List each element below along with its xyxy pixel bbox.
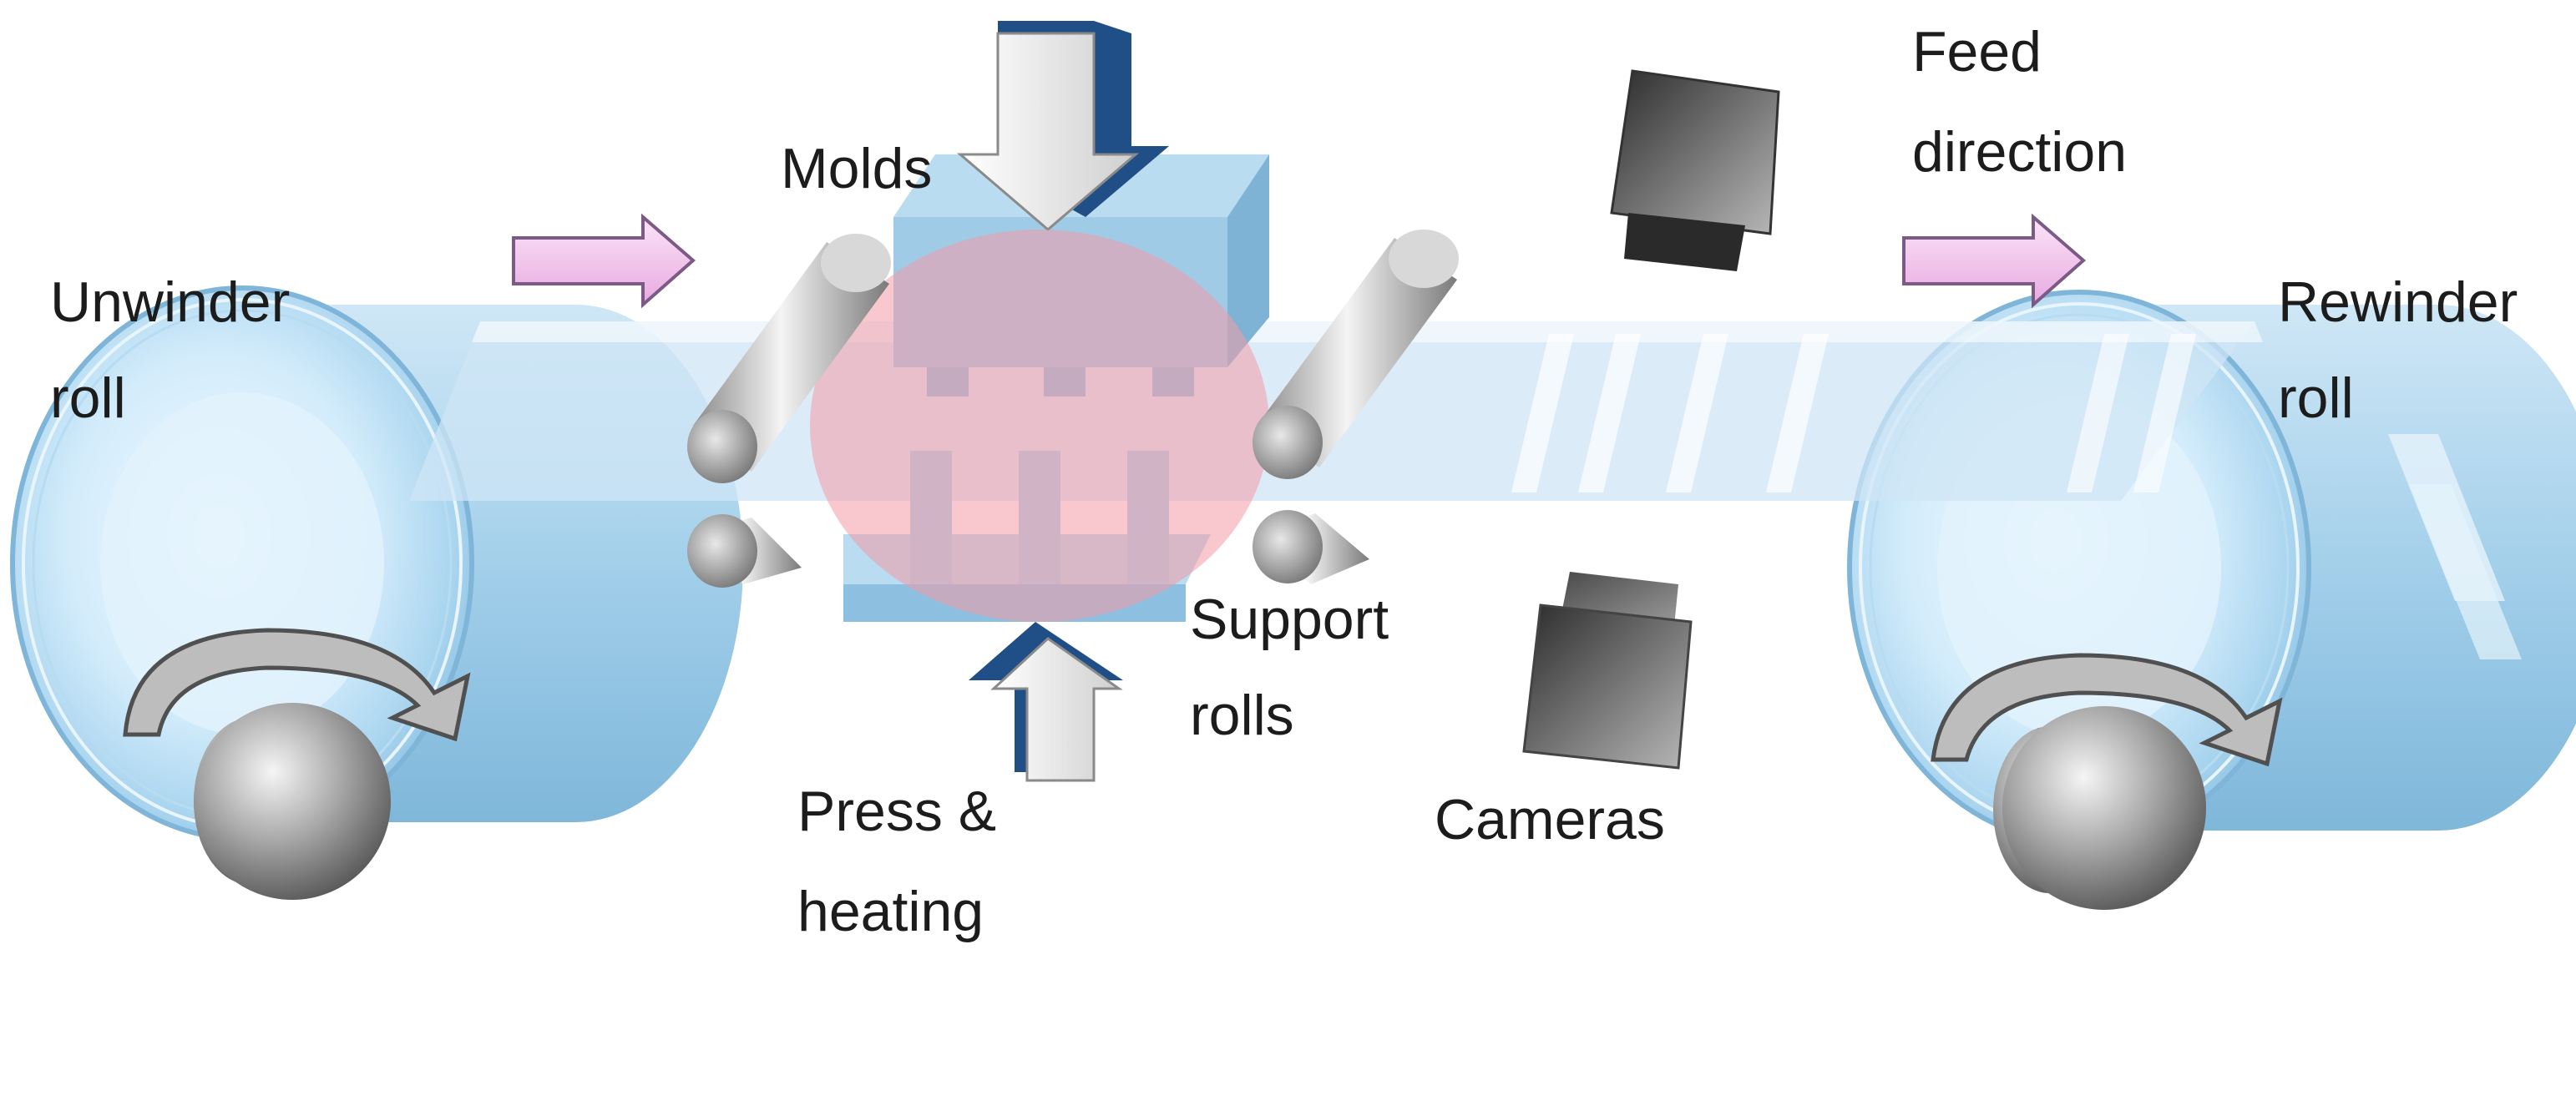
press-heating-label: heating	[797, 880, 984, 943]
support-rolls-label: Support	[1190, 588, 1389, 651]
feed-direction-arrow-icon	[1902, 213, 2087, 309]
rewinder-hub	[1993, 706, 2206, 910]
feed-direction-arrow-icon	[512, 213, 696, 309]
press-arrow-up-icon	[969, 622, 1123, 782]
feed-direction-label: direction	[1912, 120, 2127, 184]
rewinder-roll-label: Rewinder	[2278, 270, 2518, 334]
cameras-label: Cameras	[1435, 788, 1665, 851]
rotation-arrow-icon	[1931, 653, 2283, 767]
support-rolls-label: rolls	[1190, 684, 1294, 747]
support-roll-left-lower	[687, 514, 802, 588]
feed-direction-label: Feed	[1912, 20, 2042, 83]
support-roll-left-upper	[687, 234, 891, 483]
press-arrow-down-icon	[956, 21, 1169, 231]
camera-bottom-icon	[1522, 572, 1693, 770]
unwinder-roll-label: roll	[50, 366, 126, 430]
rotation-arrow-icon	[123, 628, 471, 742]
camera-top-icon	[1610, 69, 1780, 271]
support-roll-right-lower	[1253, 510, 1369, 584]
heating-zone	[810, 230, 1269, 622]
press-heating-label: Press &	[797, 780, 996, 843]
support-roll-right-upper	[1253, 230, 1459, 479]
unwinder-hub	[194, 703, 391, 900]
rewinder-roll-label: roll	[2278, 366, 2354, 430]
molds-label: Molds	[781, 137, 932, 200]
unwinder-roll-label: Unwinder	[50, 270, 290, 334]
